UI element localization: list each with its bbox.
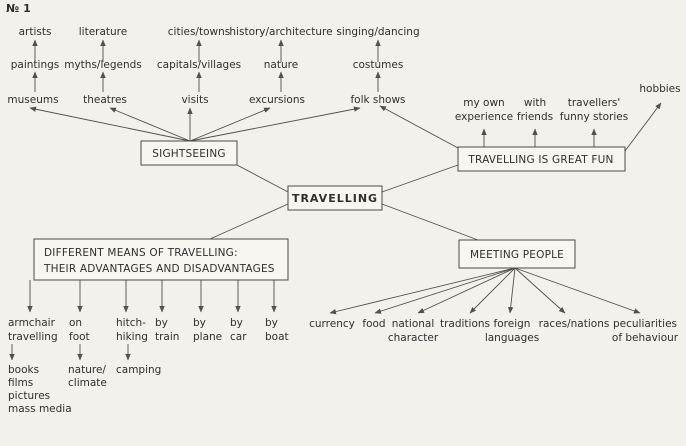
label-of-behaviour: of behaviour: [612, 332, 679, 344]
means-label-line2: THEIR ADVANTAGES AND DISADVANTAGES: [43, 263, 275, 275]
node-travelling-is-great-fun: TRAVELLING IS GREAT FUN: [457, 146, 626, 172]
node-sightseeing: SIGHTSEEING: [140, 140, 238, 166]
label-my-own: my own: [463, 97, 504, 109]
label-car: car: [230, 331, 247, 343]
sightseeing-label: SIGHTSEEING: [152, 148, 225, 160]
label-travelling: travelling: [8, 331, 58, 343]
means-labels: armchair travelling on foot hitch- hikin…: [8, 317, 289, 415]
label-experience: experience: [455, 111, 513, 123]
label-boat: boat: [265, 331, 289, 343]
label-museums: museums: [7, 94, 58, 106]
fun-label: TRAVELLING IS GREAT FUN: [467, 154, 613, 166]
label-costumes: costumes: [353, 59, 404, 71]
label-national: national: [392, 318, 435, 330]
label-train: train: [155, 331, 179, 343]
label-peculiarities: peculiarities: [613, 318, 677, 330]
label-paintings: paintings: [11, 59, 60, 71]
label-by-plane-1: by: [193, 317, 206, 329]
label-hobbies: hobbies: [639, 83, 680, 95]
label-pictures: pictures: [8, 390, 50, 402]
label-hitch: hitch-: [116, 317, 146, 329]
label-books: books: [8, 364, 39, 376]
means-label-line1: DIFFERENT MEANS OF TRAVELLING:: [44, 247, 238, 259]
label-friends: friends: [517, 111, 553, 123]
label-capitals-villages: capitals/villages: [157, 59, 241, 71]
label-currency: currency: [309, 318, 355, 330]
label-visits: visits: [181, 94, 208, 106]
label-folk-shows: folk shows: [350, 94, 405, 106]
label-singing-dancing: singing/dancing: [336, 26, 419, 38]
fun-labels: my own experience with friends traveller…: [455, 83, 681, 123]
label-hiking: hiking: [116, 331, 148, 343]
label-traditions: traditions: [440, 318, 490, 330]
label-films: films: [8, 377, 33, 389]
label-armchair: armchair: [8, 317, 56, 329]
label-travellers: travellers': [568, 97, 621, 109]
label-mass-media: mass media: [8, 403, 72, 415]
label-funny-stories: funny stories: [560, 111, 628, 123]
label-by-car-1: by: [230, 317, 243, 329]
label-myths-legends: myths/legends: [64, 59, 142, 71]
label-camping: camping: [116, 364, 161, 376]
label-food: food: [362, 318, 385, 330]
label-theatres: theatres: [83, 94, 127, 106]
label-by-boat-1: by: [265, 317, 278, 329]
diagram-number: № 1: [6, 2, 31, 15]
meeting-label: MEETING PEOPLE: [470, 249, 564, 261]
label-nature-climate-1: nature/: [68, 364, 106, 376]
node-means-of-travelling: DIFFERENT MEANS OF TRAVELLING: THEIR ADV…: [33, 238, 289, 281]
label-on: on: [69, 317, 82, 329]
label-nature: nature: [264, 59, 298, 71]
label-cities-towns: cities/towns: [168, 26, 230, 38]
label-plane: plane: [193, 331, 222, 343]
label-literature: literature: [79, 26, 127, 38]
node-travelling: TRAVELLING: [287, 185, 383, 211]
label-with: with: [524, 97, 546, 109]
label-by-train-1: by: [155, 317, 168, 329]
label-foreign: foreign: [494, 318, 531, 330]
label-character: character: [388, 332, 439, 344]
label-artists: artists: [19, 26, 52, 38]
label-languages: languages: [485, 332, 539, 344]
meeting-labels: currency food national character traditi…: [309, 318, 679, 344]
node-meeting-people: MEETING PEOPLE: [458, 239, 576, 269]
label-history-architecture: history/architecture: [229, 26, 332, 38]
center-label: TRAVELLING: [292, 192, 378, 205]
sightseeing-chain-labels: artists paintings museums literature myt…: [7, 26, 419, 106]
label-nature-climate-2: climate: [68, 377, 107, 389]
connector-lines: [9, 39, 662, 361]
label-excursions: excursions: [249, 94, 305, 106]
label-foot: foot: [69, 331, 90, 343]
label-races-nations: races/nations: [539, 318, 610, 330]
